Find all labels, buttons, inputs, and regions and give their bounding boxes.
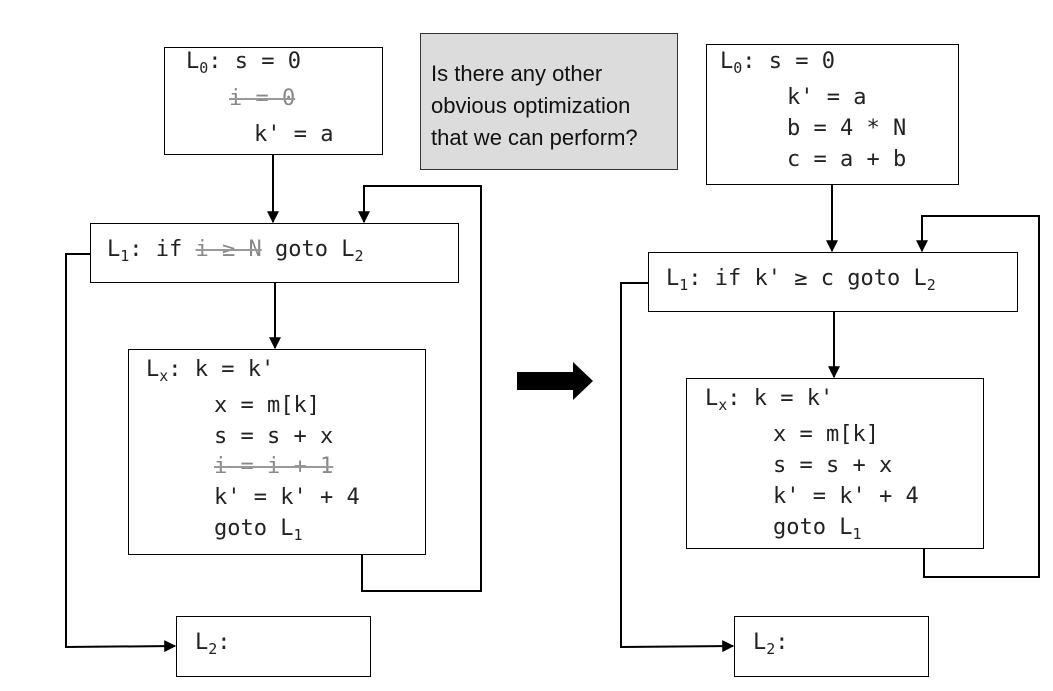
left-l0-line-i-removed: i = 0	[229, 86, 296, 111]
left-block-l2	[176, 616, 371, 677]
left-lx-line-kprime: k' = k' + 4	[214, 485, 360, 510]
arrow-left-exit-to-l2	[65, 253, 177, 653]
left-lx-line-k: Lx: k = k'	[146, 357, 275, 385]
right-l0-line-b: b = 4 * N	[787, 116, 907, 141]
right-lx-line-k: Lx: k = k'	[705, 386, 834, 414]
transform-arrow	[517, 362, 593, 400]
arrow-left-backedge	[358, 185, 482, 592]
right-l2-label: L2:	[753, 630, 789, 658]
arrow-right-exit-to-l2	[620, 282, 735, 653]
right-lx-line-s: s = s + x	[773, 453, 893, 478]
right-lx-goto: goto L1	[773, 515, 862, 543]
left-l0-line-s: L0: s = 0	[186, 49, 301, 77]
arrow-right-backedge	[916, 215, 1040, 578]
right-block-lx	[686, 378, 984, 549]
right-l0-line-s: L0: s = 0	[720, 49, 835, 77]
left-block-l0	[164, 47, 383, 155]
left-l1-condition: L1: if i ≥ N goto L2	[107, 237, 364, 265]
right-lx-line-x: x = m[k]	[773, 422, 879, 447]
right-lx-line-kprime: k' = k' + 4	[773, 484, 919, 509]
left-l2-label: L2:	[195, 630, 231, 658]
question-text: Is there any other obvious optimization …	[431, 61, 638, 150]
right-block-l1	[648, 252, 1018, 312]
left-block-lx	[128, 349, 426, 555]
question-note: Is there any other obvious optimization …	[420, 33, 678, 170]
left-lx-line-x: x = m[k]	[214, 393, 320, 418]
left-lx-line-i-removed: i = i + 1	[214, 454, 334, 479]
right-l1-condition: L1: if k' ≥ c goto L2	[666, 266, 936, 294]
left-block-l1	[90, 223, 459, 283]
left-lx-goto: goto L1	[214, 516, 303, 544]
left-l0-line-k: k' = a	[254, 122, 334, 147]
right-block-l0	[706, 44, 959, 185]
right-block-l2	[734, 616, 929, 677]
right-l0-line-k: k' = a	[787, 85, 867, 110]
left-lx-line-s: s = s + x	[214, 424, 334, 449]
right-l0-line-c: c = a + b	[787, 147, 907, 172]
